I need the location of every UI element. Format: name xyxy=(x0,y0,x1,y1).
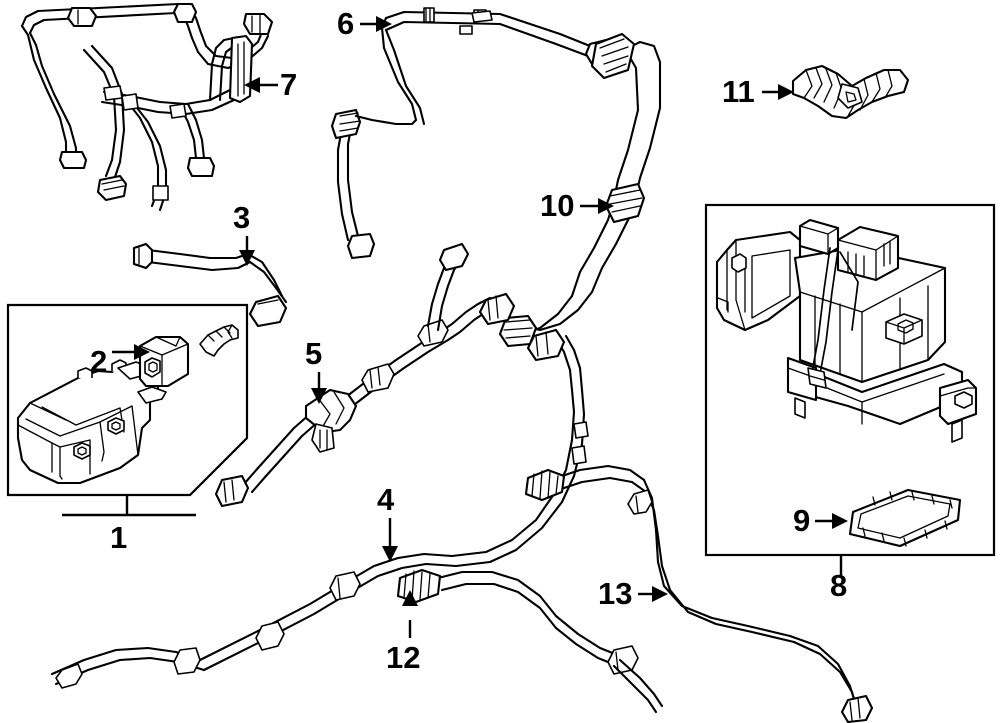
vapor-canister-assembly-box xyxy=(6,303,249,497)
callout-5-label: 5 xyxy=(305,336,322,371)
vapor-line-connector xyxy=(214,242,516,508)
callout-12-label: 12 xyxy=(386,640,420,675)
callout-9-label: 9 xyxy=(793,503,810,538)
callout-7-label: 7 xyxy=(280,67,297,102)
callout-1-label: 1 xyxy=(110,520,127,555)
callout-3-label: 3 xyxy=(233,200,250,235)
fuel-pump-seal-gasket xyxy=(848,488,962,548)
vapor-hose-harness xyxy=(20,2,274,212)
callout-8: 8 xyxy=(830,568,847,603)
filler-hose xyxy=(498,32,662,348)
callout-13: 13 xyxy=(598,576,668,611)
callout-10-label: 10 xyxy=(540,188,574,223)
callout-1: 1 xyxy=(110,520,127,555)
vapor-tube-short xyxy=(132,242,288,328)
callout-11: 11 xyxy=(722,74,794,109)
callout-12: 12 xyxy=(386,590,420,675)
callout-4-label: 4 xyxy=(377,482,395,517)
callout-8-label: 8 xyxy=(830,568,847,603)
elbow-fitting-small xyxy=(199,324,239,357)
vapor-line-rear xyxy=(524,464,874,723)
callout-2-label: 2 xyxy=(90,344,107,379)
callout-3: 3 xyxy=(233,200,255,266)
callout-1-leader xyxy=(62,495,196,517)
callout-11-label: 11 xyxy=(722,74,755,109)
callout-4: 4 xyxy=(377,482,398,562)
callout-6-label: 6 xyxy=(337,6,354,41)
vapor-line-stub-lower xyxy=(612,658,664,714)
fuel-vapor-hose-long xyxy=(50,328,589,689)
callout-2: 2 xyxy=(90,344,150,379)
callout-6: 6 xyxy=(337,6,392,41)
callout-13-label: 13 xyxy=(598,576,632,611)
elbow-hose-connector xyxy=(791,64,910,120)
callout-7: 7 xyxy=(244,67,297,102)
callout-10: 10 xyxy=(540,188,614,223)
callout-9: 9 xyxy=(793,503,848,538)
fuel-pump-module-box xyxy=(704,203,996,557)
callout-5: 5 xyxy=(305,336,327,404)
fuel-pump-module xyxy=(715,218,978,443)
purge-valve xyxy=(138,335,190,388)
